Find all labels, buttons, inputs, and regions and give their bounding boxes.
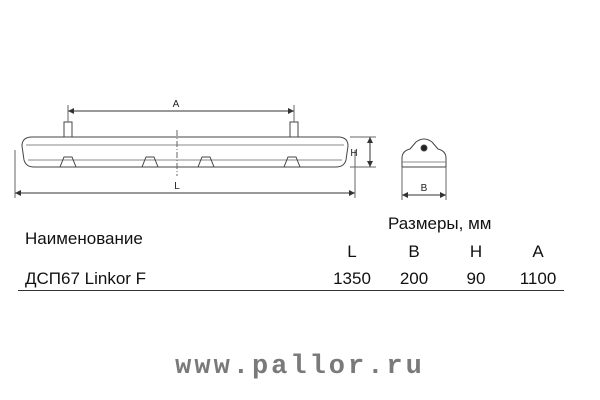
value-h: 90 [466,269,486,288]
end-view [401,138,447,200]
dimension-drawing: A L H B [14,99,447,200]
dimensions-header: Размеры, мм [388,214,492,233]
side-view [14,105,376,198]
column-header-h: H [469,242,483,261]
watermark: www.pallor.ru [175,352,425,382]
table-divider [18,290,564,291]
value-b: 200 [399,269,429,288]
dimension-b-label: B [421,183,428,194]
value-a: 1100 [519,269,557,288]
dimension-a-label: A [173,99,180,110]
dimension-h-label: H [350,148,357,159]
dimension-l-label: L [174,181,180,192]
column-header-l: L [347,242,357,261]
column-header-a: A [532,242,544,261]
name-column-header: Наименование [25,229,143,248]
product-name: ДСП67 Linkor F [25,269,147,288]
column-header-b: B [408,242,420,261]
value-l: 1350 [333,269,371,288]
